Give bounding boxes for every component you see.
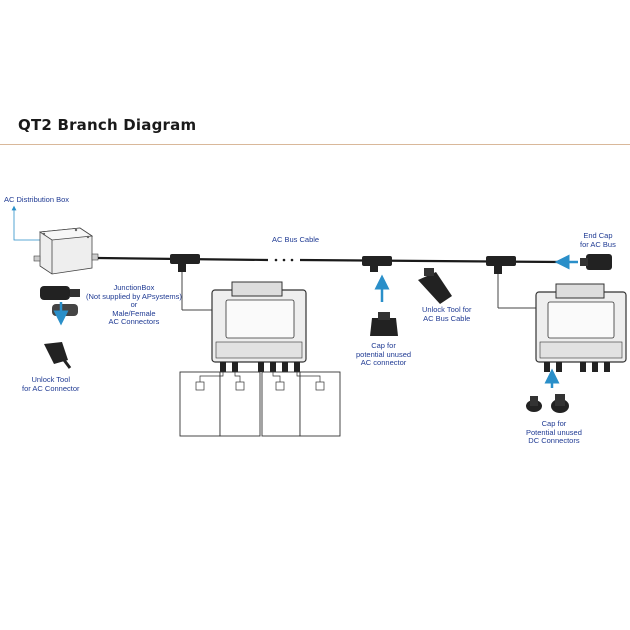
bus-connector-3 — [486, 256, 540, 309]
bus-connector-2 — [362, 256, 392, 272]
cap-dc-connector-icon — [526, 368, 569, 413]
microinverter-1-icon — [211, 281, 307, 372]
solar-panels — [179, 371, 341, 437]
junction-connector-icon — [40, 286, 80, 326]
cap-ac-connector-icon — [370, 274, 398, 336]
end-cap-icon — [554, 254, 612, 270]
unlock-tool-ac-icon — [44, 342, 72, 369]
label-unlock-tool-ac: Unlock Tool for AC Connector — [22, 375, 80, 393]
page-title: QT2 Branch Diagram — [18, 116, 197, 134]
title-divider — [0, 144, 630, 145]
label-junction-box: JunctionBox (Not supplied by APsystems) … — [86, 283, 182, 326]
label-unlock-tool-bus: Unlock Tool for AC Bus Cable — [422, 305, 472, 323]
label-cap-ac-connector: Cap for potential unused AC connector — [356, 341, 412, 367]
label-ac-bus-cable: AC Bus Cable — [272, 235, 320, 244]
unlock-tool-bus-icon — [418, 268, 452, 304]
ac-distribution-box-icon — [33, 227, 99, 275]
label-end-cap: End Cap for AC Bus — [580, 231, 616, 249]
label-cap-dc-connectors: Cap for Potential unused DC Connectors — [526, 419, 582, 445]
microinverter-2-icon — [535, 283, 627, 372]
label-ac-distribution-box: AC Distribution Box — [4, 195, 70, 204]
